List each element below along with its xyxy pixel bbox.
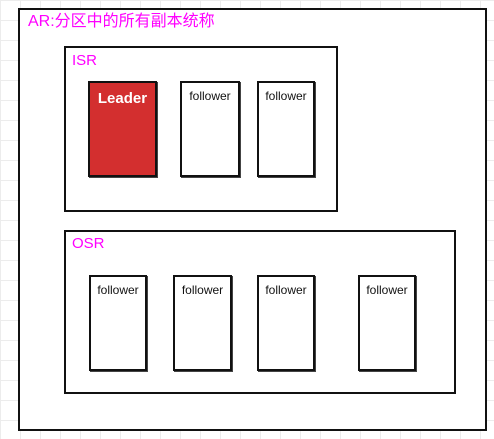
follower-label: follower (181, 283, 224, 297)
leader-label: Leader (97, 90, 148, 107)
isr-follower-replica: follower (180, 81, 240, 177)
follower-label: follower (265, 89, 307, 103)
ar-group-label: AR:分区中的所有副本统称 (28, 13, 215, 30)
osr-group-label: OSR (72, 235, 105, 252)
isr-group-label: ISR (72, 52, 98, 69)
follower-label: follower (189, 89, 231, 103)
follower-label: follower (366, 283, 408, 297)
osr-follower-replica: follower (173, 275, 232, 371)
osr-follower-replica: follower (89, 275, 147, 371)
osr-follower-replica: follower (257, 275, 315, 371)
follower-label: follower (265, 283, 307, 297)
isr-follower-replica: follower (257, 81, 315, 177)
osr-follower-replica: follower (358, 275, 416, 371)
follower-label: follower (97, 283, 139, 297)
leader-replica: Leader (88, 81, 157, 177)
